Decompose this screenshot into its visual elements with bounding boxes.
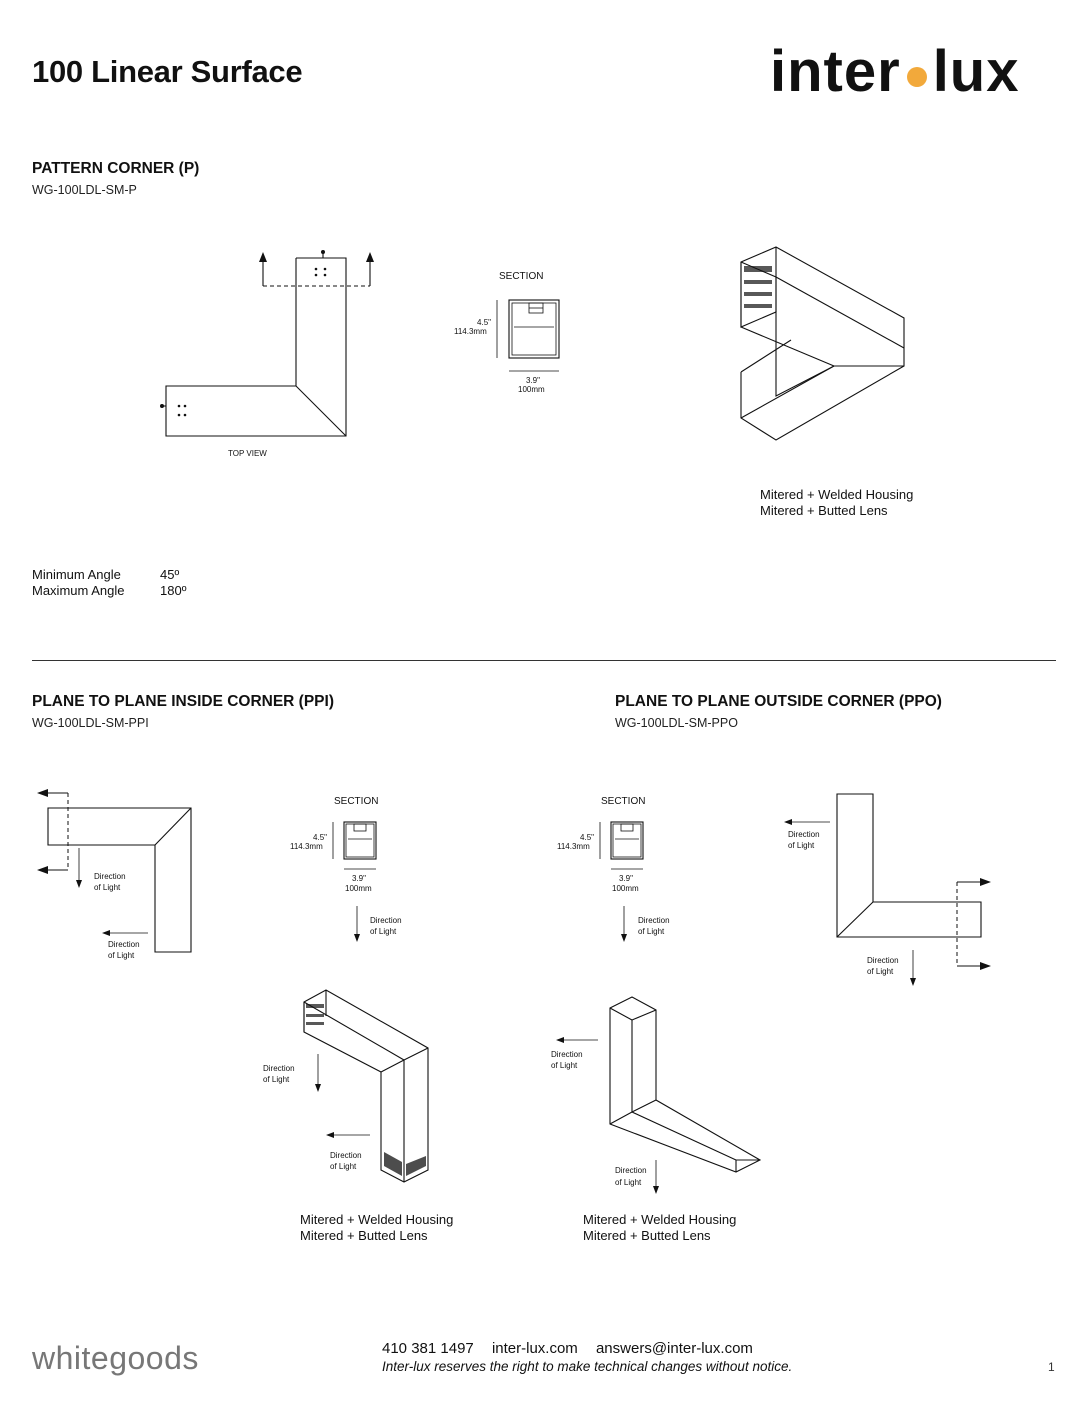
ppo-section-direction-line1: Direction — [638, 916, 670, 925]
spec-max-angle-label: Maximum Angle — [32, 583, 125, 598]
whitegoods-logo: whitegoods — [32, 1340, 199, 1376]
top-view-label: TOP VIEW — [228, 449, 267, 458]
contact-line: 410 381 1497 inter-lux.com answers@inter… — [382, 1340, 767, 1357]
spec-max-angle-value: 180º — [160, 583, 187, 598]
ppi-section-direction-line1: Direction — [370, 916, 402, 925]
ppi-top-direction-b-line2: of Light — [108, 951, 135, 960]
ppo-top-direction-a-line2: of Light — [788, 841, 815, 850]
footer-website-link[interactable]: inter-lux.com — [491, 1340, 578, 1357]
pattern-corner-title: PATTERN CORNER (P) — [32, 160, 200, 177]
ppi-iso-direction-b-line2: of Light — [330, 1162, 357, 1171]
ppo-iso-direction-a-line1: Direction — [551, 1050, 583, 1059]
ppo-note-housing: Mitered + Welded Housing — [583, 1212, 737, 1227]
ppo-iso-direction-b-line1: Direction — [615, 1166, 647, 1175]
pattern-note-housing: Mitered + Welded Housing — [760, 487, 914, 502]
ppi-sku: WG-100LDL-SM-PPI — [32, 716, 149, 730]
ppo-title: PLANE TO PLANE OUTSIDE CORNER (PPO) — [615, 693, 942, 710]
section-divider — [32, 660, 1056, 661]
pattern-section-label: SECTION — [499, 271, 544, 282]
ppi-top-direction-b-line1: Direction — [108, 940, 140, 949]
ppo-top-direction-a-line1: Direction — [788, 830, 820, 839]
ppi-note-lens: Mitered + Butted Lens — [300, 1228, 428, 1243]
ppo-note-lens: Mitered + Butted Lens — [583, 1228, 711, 1243]
page-title: 100 Linear Surface — [32, 54, 303, 89]
spec-min-angle-value: 45º — [160, 567, 180, 582]
pattern-height-mm: 114.3mm — [454, 327, 487, 336]
ppi-title: PLANE TO PLANE INSIDE CORNER (PPI) — [32, 693, 334, 710]
ppi-top-direction-a-line1: Direction — [94, 872, 126, 881]
ppi-iso-direction-a-line1: Direction — [263, 1064, 295, 1073]
ppi-section-direction-line2: of Light — [370, 927, 397, 936]
footer-email-link[interactable]: answers@inter-lux.com — [595, 1340, 753, 1357]
spec-min-angle-label: Minimum Angle — [32, 567, 121, 582]
ppo-width-mm: 100mm — [612, 884, 639, 893]
pattern-width-in: 3.9" — [526, 376, 540, 385]
ppo-sku: WG-100LDL-SM-PPO — [615, 716, 738, 730]
ppo-section-direction-line2: of Light — [638, 927, 665, 936]
ppo-section-label: SECTION — [601, 796, 646, 807]
ppo-iso-direction-b-line2: of Light — [615, 1178, 642, 1187]
pattern-corner-sku: WG-100LDL-SM-P — [32, 183, 137, 197]
ppo-iso-direction-a-line2: of Light — [551, 1061, 578, 1070]
interlux-logo: inter lux — [770, 38, 1020, 105]
ppo-height-mm: 114.3mm — [557, 842, 590, 851]
ppi-top-direction-a-line2: of Light — [94, 883, 121, 892]
ppo-width-in: 3.9" — [619, 874, 633, 883]
footer-phone[interactable]: 410 381 1497 — [382, 1340, 474, 1357]
ppi-note-housing: Mitered + Welded Housing — [300, 1212, 454, 1227]
pattern-width-mm: 100mm — [518, 385, 545, 394]
logo-dot-icon — [906, 66, 927, 87]
ppi-width-mm: 100mm — [345, 884, 372, 893]
ppi-width-in: 3.9" — [352, 874, 366, 883]
ppi-section-label: SECTION — [334, 796, 379, 807]
page-number: 1 — [1048, 1360, 1055, 1374]
logo-text-right: lux — [932, 39, 1020, 104]
ppi-height-in: 4.5" — [313, 833, 327, 842]
ppo-height-in: 4.5" — [580, 833, 594, 842]
ppo-top-direction-b-line2: of Light — [867, 967, 894, 976]
logo-text-left: inter — [770, 39, 901, 104]
pattern-height-in: 4.5" — [477, 318, 491, 327]
ppi-iso-direction-a-line2: of Light — [263, 1075, 290, 1084]
footer-disclaimer: Inter-lux reserves the right to make tec… — [382, 1359, 793, 1374]
ppi-height-mm: 114.3mm — [290, 842, 323, 851]
ppi-iso-direction-b-line1: Direction — [330, 1151, 362, 1160]
ppo-top-direction-b-line1: Direction — [867, 956, 899, 965]
pattern-note-lens: Mitered + Butted Lens — [760, 503, 888, 518]
